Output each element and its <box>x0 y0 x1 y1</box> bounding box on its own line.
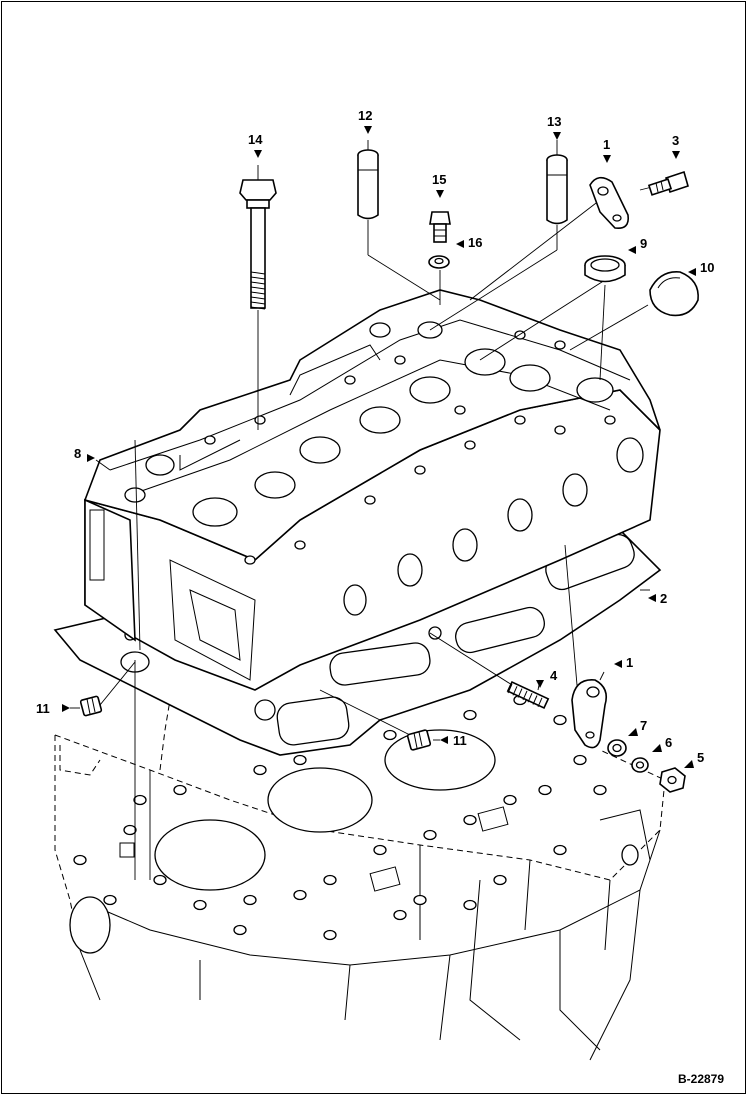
callout-2: 2 <box>660 591 667 606</box>
callout-1-lower: 1 <box>626 655 633 670</box>
callout-8: 8 <box>74 446 81 461</box>
plug-bolt <box>429 211 451 243</box>
plug-right <box>406 729 432 751</box>
callout-6: 6 <box>665 735 672 750</box>
stud-bolt <box>506 680 550 710</box>
core-plug <box>649 271 699 317</box>
callout-5: 5 <box>697 750 704 765</box>
sealing-washer <box>428 255 450 269</box>
callout-10: 10 <box>700 260 714 275</box>
callout-11-right: 11 <box>453 733 467 748</box>
valve-guide-12 <box>357 149 379 220</box>
callouts: 14 12 13 1 3 15 16 9 10 8 2 4 1 7 6 5 11… <box>36 108 714 768</box>
callout-3: 3 <box>672 133 679 148</box>
figure-reference: B-22879 <box>678 1072 724 1086</box>
nut-5 <box>659 767 686 793</box>
callout-15: 15 <box>432 172 446 187</box>
plug-left <box>79 695 103 717</box>
engine-block <box>54 694 666 1061</box>
bracket-bolt-upper <box>647 170 689 196</box>
callout-11-left: 11 <box>36 701 50 716</box>
callout-4: 4 <box>550 668 558 683</box>
callout-16: 16 <box>468 235 482 250</box>
valve-guide-13 <box>546 154 568 225</box>
callout-13: 13 <box>547 114 561 129</box>
lifting-bracket-lower <box>571 679 608 749</box>
callout-9: 9 <box>640 236 647 251</box>
cylinder-head <box>83 289 661 691</box>
lock-washer-6 <box>631 757 649 773</box>
washer-7 <box>607 739 627 757</box>
lifting-bracket-upper <box>589 176 630 230</box>
head-bolt <box>239 179 277 310</box>
callout-12: 12 <box>358 108 372 123</box>
leader-lines <box>70 140 661 880</box>
callout-7: 7 <box>640 718 647 733</box>
callout-14: 14 <box>248 132 263 147</box>
callout-1-upper: 1 <box>603 137 610 152</box>
seal-ring <box>584 255 626 283</box>
